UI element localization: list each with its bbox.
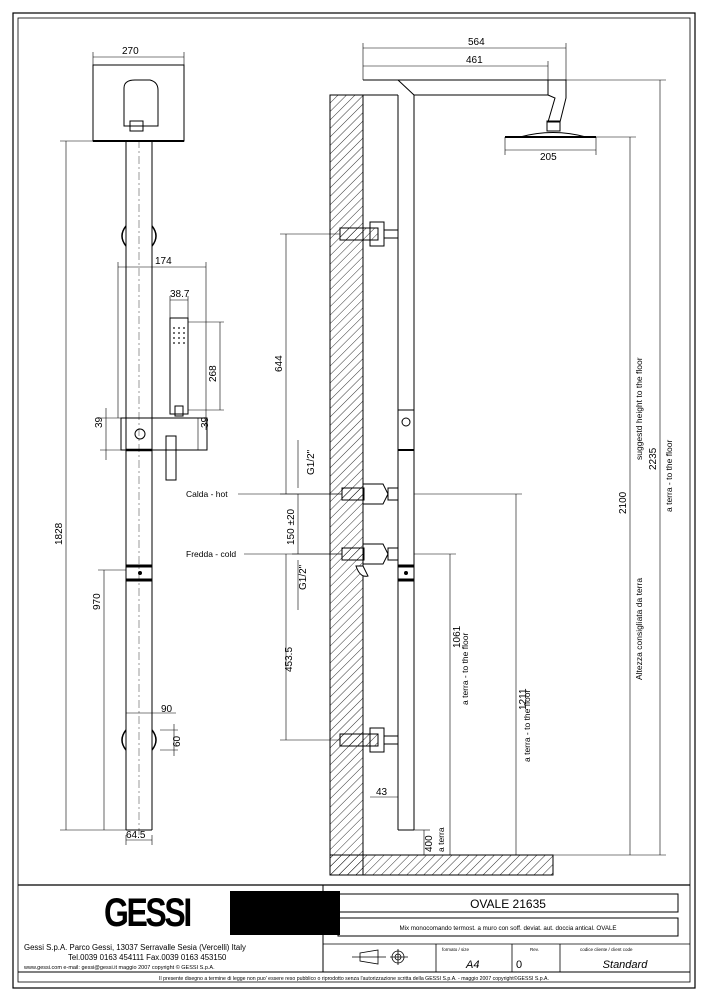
cold-label: Fredda - cold: [186, 549, 236, 559]
dim-461: 461: [466, 55, 483, 66]
code-label: codice cliente / client code: [580, 947, 633, 952]
suggested-height-label-it: Altezza consigliata da terra: [634, 578, 644, 680]
dim-39-left: 39: [94, 416, 105, 428]
logo-block: [230, 891, 340, 935]
hand-shower: [169, 317, 189, 415]
dim-38-7: 38.7: [170, 289, 190, 300]
model-title: OVALE 21635: [470, 897, 546, 911]
dim-270: 270: [122, 46, 139, 57]
gessi-logo: GESSI: [104, 891, 340, 935]
inner-frame: [17, 17, 691, 983]
rev-label: Rev.: [530, 947, 539, 952]
dim-90: 90: [161, 704, 173, 715]
shower-head: [123, 79, 159, 127]
mixer-body: [120, 417, 208, 451]
model-description: Mix monocomando termost. a muro con soff…: [399, 925, 616, 932]
code-value: Standard: [603, 959, 649, 971]
front-view: [92, 64, 208, 835]
dim-1211: 1211: [518, 688, 529, 710]
dim-644: 644: [274, 355, 285, 372]
dim-43: 43: [376, 787, 388, 798]
bottom-wall-bracket: [339, 727, 399, 753]
dim-174: 174: [155, 256, 172, 267]
format-label: formato / size: [442, 947, 470, 952]
floor-400-label: a terra: [436, 827, 446, 852]
dim-400: 400: [424, 835, 435, 852]
dim-2100: 2100: [618, 491, 629, 514]
logo-text: GESSI: [104, 891, 192, 935]
dim-1061: 1061: [452, 625, 463, 648]
dim-g12-top: G1/2": [306, 449, 317, 475]
dim-970: 970: [92, 593, 103, 610]
projection-symbol: [352, 949, 408, 965]
phone-line: Tel.0039 0163 454111 Fax.0039 0163 45315…: [68, 953, 227, 962]
dim-453-5: 453.5: [284, 647, 295, 672]
hot-label: Calda - hot: [186, 489, 228, 499]
floor-2235-label: a terra - to the floor: [664, 440, 674, 512]
hot-connection: [341, 483, 399, 505]
rev-value: 0: [516, 959, 522, 971]
floor-1061-label: a terra - to the floor: [460, 633, 470, 705]
cold-connection: [341, 543, 399, 577]
dim-60: 60: [172, 735, 183, 747]
dim-2235: 2235: [648, 447, 659, 470]
copyright-footer: Il presente disegno a termine di legge n…: [159, 975, 549, 982]
floor: [329, 854, 554, 876]
dim-268: 268: [208, 365, 219, 382]
wall-plate: [92, 64, 185, 142]
mixer-lever: [165, 435, 177, 481]
dim-64-5: 64.5: [126, 830, 146, 841]
dim-564: 564: [468, 37, 485, 48]
dim-1828: 1828: [54, 522, 65, 545]
top-wall-bracket: [339, 221, 399, 247]
dim-205: 205: [540, 152, 557, 163]
wall: [329, 94, 364, 876]
label-leaders: [238, 493, 342, 555]
outer-frame: [12, 12, 696, 989]
dim-39-right: 39: [200, 416, 211, 428]
dim-150: 150 ±20: [286, 508, 297, 545]
floor-1211-label: a terra - to the floor: [522, 690, 532, 762]
format-value: A4: [465, 959, 479, 971]
front-view-dimensions: [60, 52, 224, 845]
web-line: www.gessi.com e-mail: gessi@gessi.it mag…: [23, 964, 215, 971]
side-view: [329, 79, 596, 876]
dim-g12-bottom: G1/2": [298, 564, 309, 590]
company-line: Gessi S.p.A. Parco Gessi, 13037 Serraval…: [24, 943, 246, 952]
suggested-height-label-en: suggestd height to the floor: [634, 357, 644, 460]
